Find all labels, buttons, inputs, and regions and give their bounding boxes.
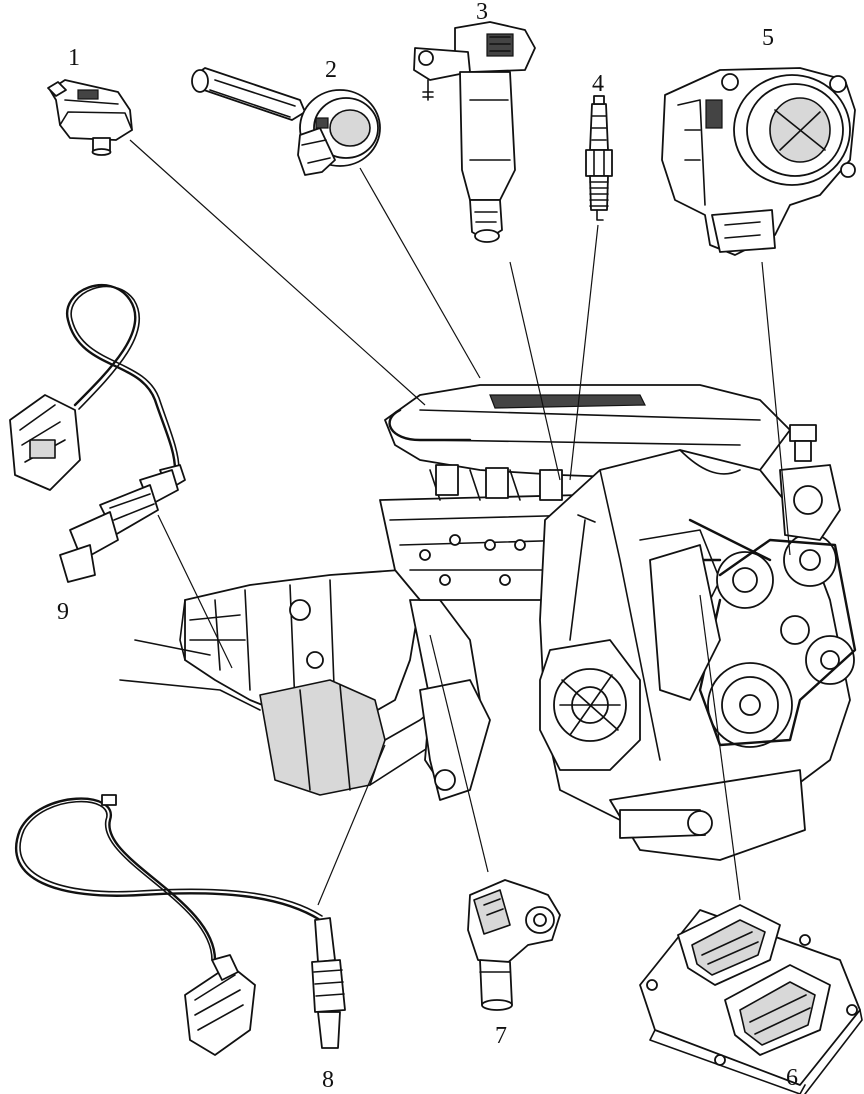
label-5: 5: [762, 25, 774, 51]
leader-line-7: [429, 634, 489, 873]
spark-plug-icon: [585, 95, 613, 221]
leader-line-2: [359, 167, 481, 379]
leader-line-6: [699, 594, 741, 901]
label-7: 7: [495, 1023, 507, 1049]
camshaft-sensor-icon: [467, 879, 561, 1011]
throttle-body-icon: [661, 67, 856, 256]
engine-assembly-icon: [119, 384, 857, 861]
ignition-coil-icon: [413, 21, 536, 243]
leader-line-3: [509, 261, 561, 481]
map-sensor-icon: [47, 79, 133, 156]
egr-valve-icon: [191, 67, 381, 176]
label-4: 4: [592, 71, 604, 97]
leader-line-1: [129, 139, 426, 406]
label-2: 2: [325, 57, 337, 83]
label-1: 1: [68, 45, 80, 71]
downstream-oxygen-sensor-icon: [14, 794, 346, 1056]
leader-line-5: [761, 261, 791, 556]
label-6: 6: [786, 1065, 798, 1091]
label-9: 9: [57, 599, 69, 625]
leader-lines: [129, 139, 791, 906]
label-8: 8: [322, 1067, 334, 1093]
label-3: 3: [476, 0, 488, 25]
ecu-icon: [639, 904, 863, 1094]
leader-line-9: [157, 514, 233, 669]
leader-line-4: [569, 224, 599, 481]
leader-line-8: [317, 744, 386, 906]
upstream-oxygen-sensor-icon: [9, 283, 186, 583]
